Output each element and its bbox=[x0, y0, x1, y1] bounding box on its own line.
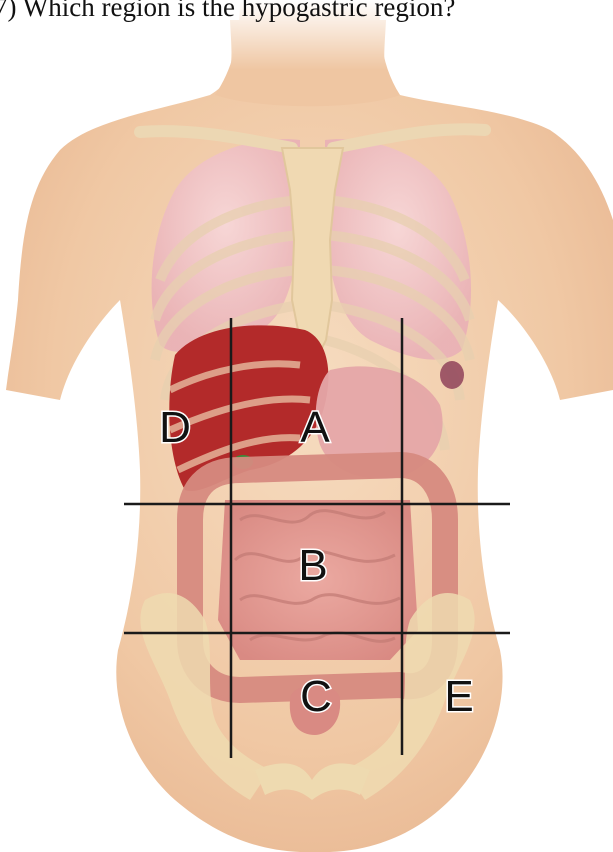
region-label-a: A bbox=[300, 403, 330, 452]
region-label-c: C bbox=[300, 672, 332, 721]
region-label-e: E bbox=[444, 672, 473, 721]
spleen bbox=[440, 361, 464, 389]
region-label-d: D bbox=[159, 403, 191, 452]
question-text: 7) Which region is the hypogastric regio… bbox=[0, 0, 455, 24]
region-label-b: B bbox=[298, 541, 327, 590]
